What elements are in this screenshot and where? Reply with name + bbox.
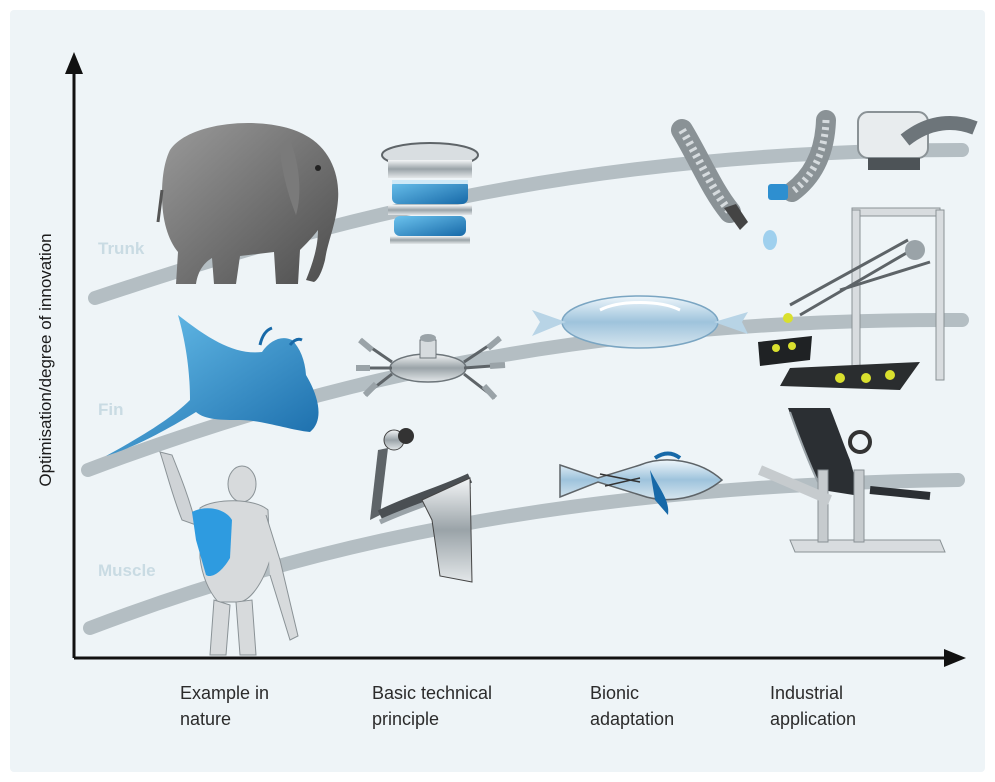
bionic-handling-segments-image bbox=[382, 143, 478, 244]
row-label-trunk: Trunk bbox=[98, 239, 145, 258]
x-stage-label-nature: Example in nature bbox=[180, 680, 269, 732]
x-stage-label-adaptation: Bionic adaptation bbox=[590, 680, 674, 732]
row-label-muscle: Muscle bbox=[98, 561, 156, 580]
y-axis-label: Optimisation/degree of innovation bbox=[36, 233, 56, 486]
x-stage-label-principle: Basic technical principle bbox=[372, 680, 492, 732]
row-label-fin: Fin bbox=[98, 400, 124, 419]
x-stage-label-industrial: Industrial application bbox=[770, 680, 856, 732]
